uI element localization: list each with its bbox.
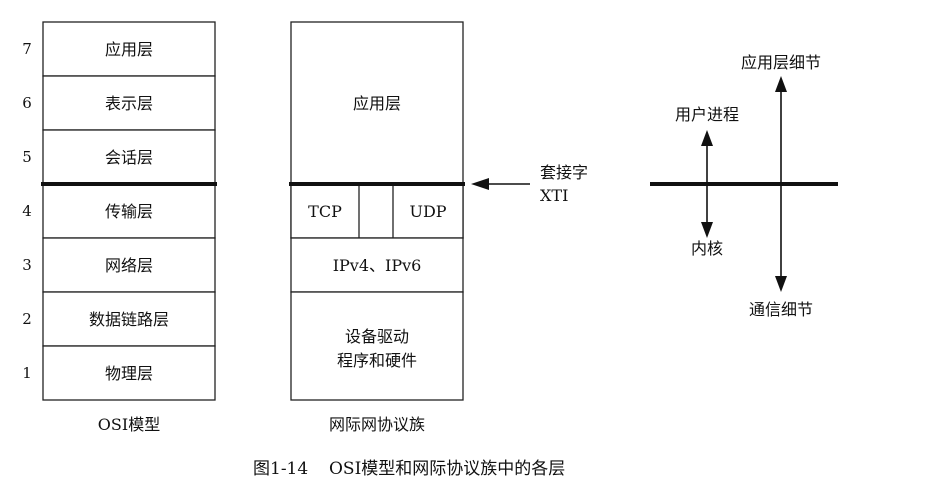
osi-model-title: OSI模型 xyxy=(98,415,160,434)
osi-layer-7-box xyxy=(42,21,216,77)
osi-layer-6-number: 6 xyxy=(22,94,32,112)
xti-label: XTI xyxy=(540,186,568,205)
figure-number: 图1-14 xyxy=(253,459,308,479)
inet-udp-label: UDP xyxy=(409,202,446,221)
osi-layer-7-label: 应用层 xyxy=(105,40,153,59)
comm-detail-arrow-down-icon xyxy=(775,276,787,292)
osi-layer-1-number: 1 xyxy=(22,364,32,382)
osi-layer-2-label: 数据链路层 xyxy=(89,310,169,329)
internet-suite-title: 网际网协议族 xyxy=(329,415,425,434)
socket-arrow-icon xyxy=(471,178,489,190)
osi-layer-6-box xyxy=(42,75,216,131)
osi-layer-5-label: 会话层 xyxy=(105,148,153,167)
user-process-label: 用户进程 xyxy=(675,105,739,124)
osi-layer-3-label: 网络层 xyxy=(105,256,153,275)
inet-tcp-box xyxy=(290,183,360,239)
osi-layer-5-number: 5 xyxy=(22,148,32,166)
kernel-arrow-down-icon xyxy=(701,222,713,238)
internet-protocol-stack: 应用层 TCP UDP IPv4、IPv6 设备驱动 程序和硬件 网际网协议族 xyxy=(290,21,464,434)
app-detail-label: 应用层细节 xyxy=(741,53,821,72)
comm-detail-label: 通信细节 xyxy=(749,300,813,319)
inet-device-label-line1: 设备驱动 xyxy=(345,327,409,346)
inet-tcp-label: TCP xyxy=(308,202,342,221)
inet-ip-label: IPv4、IPv6 xyxy=(333,256,422,275)
app-detail-arrow-up-icon xyxy=(775,76,787,92)
inet-ip-box xyxy=(290,237,464,293)
osi-layer-4-label: 传输层 xyxy=(105,202,153,221)
user-process-arrow-up-icon xyxy=(701,130,713,146)
osi-layer-2-number: 2 xyxy=(22,310,32,328)
inet-device-box xyxy=(290,291,464,401)
osi-layer-4-number: 4 xyxy=(22,202,32,220)
socket-label: 套接字 xyxy=(540,163,588,182)
osi-model-stack: 应用层 表示层 会话层 传输层 网络层 数据链路层 物理层 7 6 5 4 3 … xyxy=(22,21,216,434)
figure-caption-text: OSI模型和网际协议族中的各层 xyxy=(329,459,565,479)
figure-caption: 图1-14 OSI模型和网际协议族中的各层 xyxy=(253,459,565,479)
osi-layer-1-box xyxy=(42,345,216,401)
osi-layer-5-box xyxy=(42,129,216,185)
boundary-detail-diagram: 用户进程 内核 应用层细节 通信细节 xyxy=(650,53,838,319)
kernel-label: 内核 xyxy=(691,239,723,258)
socket-pointer: 套接字 XTI xyxy=(471,163,588,205)
inet-udp-box xyxy=(392,183,464,239)
osi-layer-4-box xyxy=(42,183,216,239)
osi-layer-1-label: 物理层 xyxy=(105,364,153,383)
osi-layer-2-box xyxy=(42,291,216,347)
inet-device-label-line2: 程序和硬件 xyxy=(337,351,417,370)
osi-layer-3-number: 3 xyxy=(22,256,32,274)
inet-application-label: 应用层 xyxy=(353,94,401,113)
osi-layer-7-number: 7 xyxy=(22,40,32,58)
inet-application-box xyxy=(290,21,464,185)
osi-layer-6-label: 表示层 xyxy=(105,94,153,113)
